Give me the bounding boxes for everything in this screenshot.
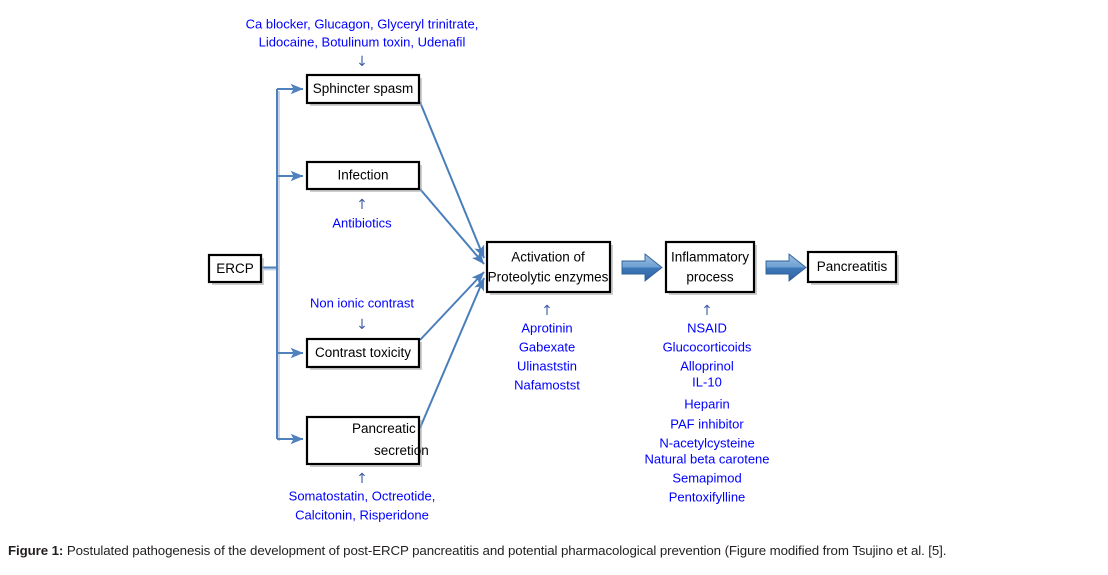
line-infection-to-activation xyxy=(419,188,485,265)
figure-caption-text: Postulated pathogenesis of the developme… xyxy=(66,543,947,558)
ercp-branch-connectors xyxy=(262,83,304,445)
figure-caption-label: Figure 1: xyxy=(8,543,64,558)
drug-group-pancreatic-secretion: ↑ Somatostatin, Octreotide, Calcitonin, … xyxy=(289,471,436,522)
drug-group-inflammatory-process: ↑ NSAID Glucocorticoids Alloprinol IL-10… xyxy=(644,303,769,504)
node-sphincter-label: Sphincter spasm xyxy=(313,81,414,96)
node-sphincter-spasm[interactable]: Sphincter spasm xyxy=(305,73,422,106)
node-inflammatory-label-line1: Inflammatory xyxy=(671,250,749,265)
drug-line: Lidocaine, Botulinum toxin, Udenafil xyxy=(259,34,466,49)
down-arrow-icon: ↓ xyxy=(356,54,368,70)
node-pancreatitis-label: Pancreatitis xyxy=(817,259,888,274)
drug-line: Heparin xyxy=(684,396,730,411)
drug-line: Calcitonin, Risperidone xyxy=(295,507,429,522)
node-inflammatory-label-line2: process xyxy=(686,270,734,285)
node-contrast-border xyxy=(305,337,421,369)
drug-group-activation-proteolytic: ↑ Aprotinin Gabexate Ulinaststin Nafamos… xyxy=(514,303,580,392)
drug-line: Antibiotics xyxy=(332,215,392,230)
node-activation-label-line1: Activation of xyxy=(511,250,585,265)
drug-line: Somatostatin, Octreotide, xyxy=(289,488,436,503)
node-ercp-border xyxy=(207,253,263,284)
drug-group-contrast-toxicity: Non ionic contrast ↓ xyxy=(310,295,414,333)
drug-line: Pentoxifylline xyxy=(669,489,746,504)
drug-line: Alloprinol xyxy=(680,358,734,373)
line-pancreatic-to-activation xyxy=(419,277,485,429)
node-activation-proteolytic-enzymes[interactable]: Activation of Proteolytic enzymes xyxy=(485,240,613,295)
node-inflammatory-process[interactable]: Inflammatory process xyxy=(664,240,757,295)
drug-line: NSAID xyxy=(687,320,727,335)
drug-line: Non ionic contrast xyxy=(310,295,414,310)
node-pancreatic-border xyxy=(305,415,421,466)
figure-caption: Figure 1: Postulated pathogenesis of the… xyxy=(8,543,1102,558)
line-contrast-to-activation xyxy=(419,271,485,341)
node-activation-label-line2: Proteolytic enzymes xyxy=(488,270,609,285)
up-arrow-icon: ↑ xyxy=(356,471,368,487)
drug-group-infection: ↑ Antibiotics xyxy=(332,197,392,230)
up-arrow-icon: ↑ xyxy=(356,197,368,213)
drug-line: Semapimod xyxy=(672,470,741,485)
converging-connectors xyxy=(419,101,485,429)
node-pancreatitis[interactable]: Pancreatitis xyxy=(806,250,899,285)
node-pancreatic-label-line2: secretion xyxy=(374,443,429,458)
up-arrow-icon: ↑ xyxy=(701,303,713,319)
node-infection-label: Infection xyxy=(337,168,388,183)
node-sphincter-border xyxy=(305,73,421,105)
up-arrow-icon: ↑ xyxy=(541,303,553,319)
drug-line: Nafamostst xyxy=(514,377,580,392)
drug-line: PAF inhibitor xyxy=(670,416,744,431)
down-arrow-icon: ↓ xyxy=(356,317,368,333)
drug-line: IL-10 xyxy=(692,374,722,389)
block-arrow-2-shape xyxy=(765,253,807,282)
node-infection-border xyxy=(305,160,421,191)
node-ercp-label: ERCP xyxy=(216,261,254,276)
node-ercp[interactable]: ERCP xyxy=(207,253,264,285)
drug-line: Ulinaststin xyxy=(517,358,577,373)
pathogenesis-flow-diagram: ERCP Sphincter spasm Infection Contrast … xyxy=(207,16,899,522)
node-infection[interactable]: Infection xyxy=(305,160,422,192)
node-contrast-toxicity[interactable]: Contrast toxicity xyxy=(305,337,422,370)
drug-line: Natural beta carotene xyxy=(644,451,769,466)
block-arrow-right-icon-2 xyxy=(765,253,807,282)
drug-line: Aprotinin xyxy=(521,320,572,335)
drug-line: Glucocorticoids xyxy=(663,339,752,354)
node-pancreatic-label-line1: Pancreatic xyxy=(352,421,416,436)
block-arrow-right-icon-1 xyxy=(621,253,663,282)
node-pancreatic-secretion[interactable]: Pancreatic secretion xyxy=(305,415,429,467)
node-activation-border xyxy=(485,240,612,294)
node-contrast-label: Contrast toxicity xyxy=(315,345,411,360)
line-sphincter-to-activation xyxy=(419,101,485,259)
drug-line: Gabexate xyxy=(519,339,575,354)
drug-group-sphincter-spasm: Ca blocker, Glucagon, Glyceryl trinitrat… xyxy=(246,16,479,70)
node-pancreatitis-border xyxy=(806,250,898,284)
drug-line: Ca blocker, Glucagon, Glyceryl trinitrat… xyxy=(246,16,479,31)
block-arrow-1-shape xyxy=(621,253,663,282)
drug-line: N-acetylcysteine xyxy=(659,435,754,450)
node-inflammatory-border xyxy=(664,240,756,294)
